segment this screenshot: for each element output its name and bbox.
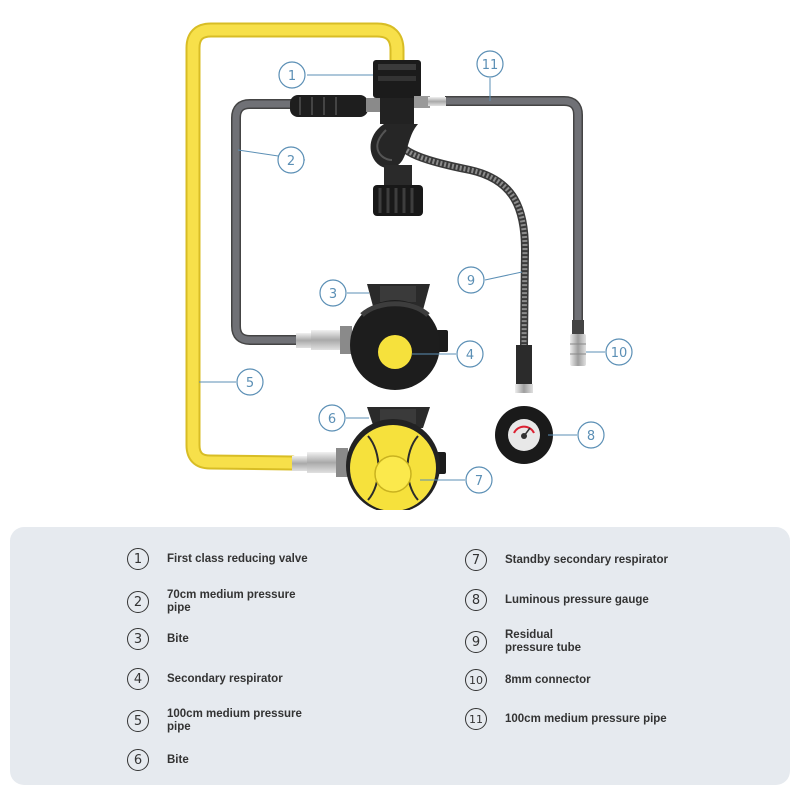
legend-number: 1 bbox=[127, 548, 149, 570]
legend-number: 6 bbox=[127, 749, 149, 771]
legend-label: Standby secondary respirator bbox=[505, 553, 668, 566]
legend-item-8: 8 Luminous pressure gauge bbox=[465, 589, 655, 611]
svg-text:9: 9 bbox=[467, 274, 475, 289]
legend-label: Residual pressure tube bbox=[505, 629, 582, 654]
legend-label: 100cm medium pressure pipe bbox=[505, 712, 667, 725]
legend-item-10: 10 8mm connector bbox=[465, 669, 655, 691]
legend-label: Secondary respirator bbox=[167, 672, 283, 685]
callout-2: 2 bbox=[277, 146, 305, 174]
svg-text:2: 2 bbox=[287, 154, 295, 169]
legend-item-3: 3 Bite bbox=[127, 628, 317, 650]
callout-3: 3 bbox=[319, 279, 347, 307]
legend-number: 7 bbox=[465, 549, 487, 571]
svg-text:5: 5 bbox=[246, 376, 254, 391]
legend-number: 2 bbox=[127, 591, 149, 613]
legend-label: 70cm medium pressure pipe bbox=[167, 589, 296, 614]
callout-4: 4 bbox=[456, 340, 484, 368]
legend-item-4: 4 Secondary respirator bbox=[127, 668, 317, 690]
legend-label: First class reducing valve bbox=[167, 552, 308, 565]
legend-number: 10 bbox=[465, 669, 487, 691]
legend-item-11: 11 100cm medium pressure pipe bbox=[465, 708, 705, 730]
legend-number: 4 bbox=[127, 668, 149, 690]
legend-number: 8 bbox=[465, 589, 487, 611]
svg-text:4: 4 bbox=[466, 348, 474, 363]
legend-item-6: 6 Bite bbox=[127, 749, 317, 771]
first-stage-valve bbox=[290, 60, 446, 216]
svg-text:1: 1 bbox=[288, 69, 296, 84]
callout-6: 6 bbox=[318, 404, 346, 432]
legend-item-1: 1 First class reducing valve bbox=[127, 548, 317, 570]
svg-text:11: 11 bbox=[482, 58, 499, 73]
yellow-hose-100cm bbox=[185, 22, 405, 471]
callout-11: 11 bbox=[476, 50, 504, 78]
legend-panel: 1 First class reducing valve 2 70cm medi… bbox=[10, 527, 790, 785]
legend-item-5: 5 100cm medium pressure pipe bbox=[127, 708, 317, 734]
svg-text:7: 7 bbox=[475, 474, 483, 489]
callout-8: 8 bbox=[577, 421, 605, 449]
callout-7: 7 bbox=[465, 466, 493, 494]
svg-text:3: 3 bbox=[329, 287, 337, 302]
svg-text:8: 8 bbox=[587, 429, 595, 444]
standby-secondary-respirator bbox=[292, 407, 446, 510]
gray-hose-70cm bbox=[231, 99, 297, 345]
legend-label: Bite bbox=[167, 753, 189, 766]
callout-10: 10 bbox=[605, 338, 633, 366]
callout-9: 9 bbox=[457, 266, 485, 294]
legend-item-7: 7 Standby secondary respirator bbox=[465, 549, 705, 571]
legend-label: Bite bbox=[167, 632, 189, 645]
legend-number: 5 bbox=[127, 710, 149, 732]
svg-text:10: 10 bbox=[611, 346, 628, 361]
legend-label: Luminous pressure gauge bbox=[505, 593, 649, 606]
legend-number: 3 bbox=[127, 628, 149, 650]
legend-number: 9 bbox=[465, 631, 487, 653]
8mm-connector bbox=[570, 320, 586, 366]
callout-5: 5 bbox=[236, 368, 264, 396]
leader-lines bbox=[199, 74, 605, 481]
callout-1: 1 bbox=[278, 61, 306, 89]
regulator-diagram: 1 2 3 4 5 6 7 8 9 10 11 bbox=[185, 22, 633, 510]
luminous-pressure-gauge bbox=[495, 345, 553, 464]
secondary-respirator bbox=[296, 284, 448, 390]
legend-item-9: 9 Residual pressure tube bbox=[465, 629, 595, 655]
legend-label: 8mm connector bbox=[505, 673, 591, 686]
svg-text:6: 6 bbox=[328, 412, 336, 427]
legend-number: 11 bbox=[465, 708, 487, 730]
legend-item-2: 2 70cm medium pressure pipe bbox=[127, 589, 317, 615]
legend-label: 100cm medium pressure pipe bbox=[167, 708, 302, 733]
